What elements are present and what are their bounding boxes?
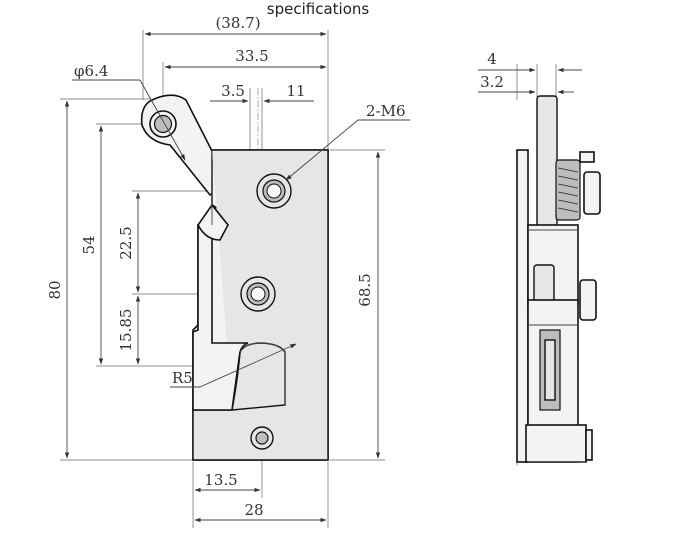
dim-text-total-height: 80 xyxy=(46,280,64,299)
dim-text-body-width: 28 xyxy=(244,501,263,519)
dim-hook-to-slot: 54 xyxy=(80,125,104,365)
dim-text-hook-to-slot: 54 xyxy=(80,235,98,254)
dim-text-slot-offset: 13.5 xyxy=(204,471,237,489)
dim-text-outer-thickness: 4 xyxy=(487,50,497,68)
drawing-title: specifications xyxy=(267,0,370,18)
dim-thread-callout: 2-M6 xyxy=(285,102,410,181)
dim-text-hook-width: 33.5 xyxy=(235,47,268,65)
dim-text-inner-thickness: 3.2 xyxy=(480,73,504,91)
dim-slot-offset: 13.5 xyxy=(194,471,261,493)
dim-hole-to-slot: 15.85 xyxy=(117,295,141,365)
dim-text-thread-callout: 2-M6 xyxy=(366,102,406,120)
dim-text-slot-radius: R5 xyxy=(172,369,193,387)
dim-slot-radius: R5 xyxy=(170,343,297,388)
dim-text-hole-offset: 3.5 xyxy=(221,82,245,100)
dim-hole-spacing: 22.5 xyxy=(117,192,141,293)
front-view: (38.7) 33.5 φ6.4 3.5 11 2-M6 xyxy=(46,14,410,528)
dim-outer-thickness: 4 xyxy=(478,50,582,73)
dim-text-hole-to-slot: 15.85 xyxy=(117,309,135,352)
dim-text-overall-width-ref: (38.7) xyxy=(215,14,260,32)
dim-body-height: 68.5 xyxy=(356,151,381,459)
latch-body xyxy=(140,94,329,461)
dim-total-height: 80 xyxy=(46,100,70,459)
dim-inner-thickness: 3.2 xyxy=(478,73,574,95)
side-view: 4 3.2 xyxy=(478,50,601,465)
dim-text-hole-edge: 11 xyxy=(286,82,305,100)
dim-hole-offset: 3.5 11 xyxy=(210,82,314,104)
dim-hook-width: 33.5 xyxy=(164,47,327,70)
latch-side-profile xyxy=(516,95,601,463)
dim-text-body-height: 68.5 xyxy=(356,273,374,306)
dim-text-hole-diameter: φ6.4 xyxy=(74,62,108,80)
dim-overall-width-ref: (38.7) xyxy=(144,14,327,37)
spring xyxy=(555,159,581,221)
dim-hole-diameter: φ6.4 xyxy=(72,62,186,161)
dim-body-width: 28 xyxy=(194,501,327,523)
dim-text-hole-spacing: 22.5 xyxy=(117,226,135,259)
